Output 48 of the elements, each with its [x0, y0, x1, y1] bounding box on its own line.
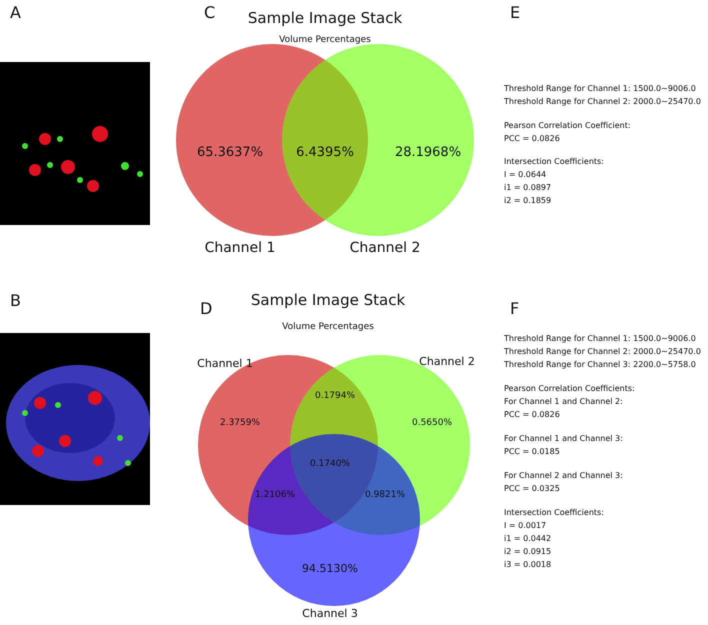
stats-text: i2 = 0.0915	[504, 547, 552, 556]
stats-text: Pearson Correlation Coefficients:	[504, 384, 635, 394]
panel-letter: F	[510, 300, 520, 318]
chart-title: Sample Image Stack	[248, 10, 402, 28]
stats-text: i2 = 0.1859	[504, 196, 552, 206]
stats-text: Pearson Correlation Coefficient:	[504, 121, 631, 130]
stats-text: Threshold Range for Channel 2: 2000.0~25470.0	[504, 347, 701, 356]
stats-text: i1 = 0.0442	[504, 534, 552, 544]
panel-letter: C	[204, 4, 216, 22]
stats-text: For Channel 1 and Channel 2:	[504, 397, 623, 406]
percentage-label: 94.5130%	[302, 563, 358, 576]
percentage-label: 0.5650%	[412, 418, 452, 428]
stats-text: For Channel 1 and Channel 3:	[504, 434, 623, 444]
chart-subtitle: Volume Percentages	[279, 35, 371, 46]
panel-letter: D	[200, 300, 212, 318]
panel-letter: E	[510, 4, 520, 22]
panel-letter: A	[10, 4, 21, 22]
stats-text: Threshold Range for Channel 3: 2200.0~5758.0	[504, 360, 696, 370]
panel-letter: B	[10, 292, 21, 310]
stats-text: Threshold Range for Channel 2: 2000.0~25470.0	[504, 97, 701, 106]
percentage-label: 6.4395%	[296, 146, 354, 161]
set-label: Channel 2	[419, 356, 475, 369]
percentage-label: 28.1968%	[394, 146, 462, 161]
percentage-label: 0.1794%	[314, 391, 356, 402]
percentage-label: 0.9821%	[364, 490, 406, 500]
percentage-label: 65.3637%	[196, 146, 264, 161]
stats-text: For Channel 2 and Channel 3:	[504, 471, 623, 480]
stats-text: Threshold Range for Channel 1: 1500.0~9006.0	[504, 334, 696, 344]
stats-text: Threshold Range for Channel 1: 1500.0~9006.0	[504, 84, 696, 94]
set-label: Channel 1	[204, 240, 276, 256]
stats-text: PCC = 0.0325	[504, 484, 560, 494]
set-label: Channel 1	[197, 358, 253, 371]
percentage-label: 1.2106%	[254, 490, 296, 500]
percentage-label: 2.3759%	[220, 418, 260, 428]
stats-text: I = 0.0644	[504, 170, 546, 180]
stats-text: I = 0.0017	[504, 521, 546, 530]
stats-text: PCC = 0.0826	[504, 134, 560, 144]
set-label: Channel 3	[302, 608, 358, 621]
percentage-label: 0.1740%	[310, 459, 350, 470]
stats-text: Intersection Coefficients:	[504, 157, 604, 166]
stats-text: Intersection Coefficients:	[504, 508, 604, 518]
set-label: Channel 2	[350, 240, 420, 256]
chart-title: Sample Image Stack	[250, 292, 406, 310]
chart-subtitle: Volume Percentages	[282, 322, 374, 332]
stats-text: PCC = 0.0185	[504, 447, 560, 456]
stats-text: i1 = 0.0897	[504, 183, 552, 192]
stats-text: PCC = 0.0826	[504, 410, 560, 420]
stats-text: i3 = 0.0018	[504, 560, 552, 570]
